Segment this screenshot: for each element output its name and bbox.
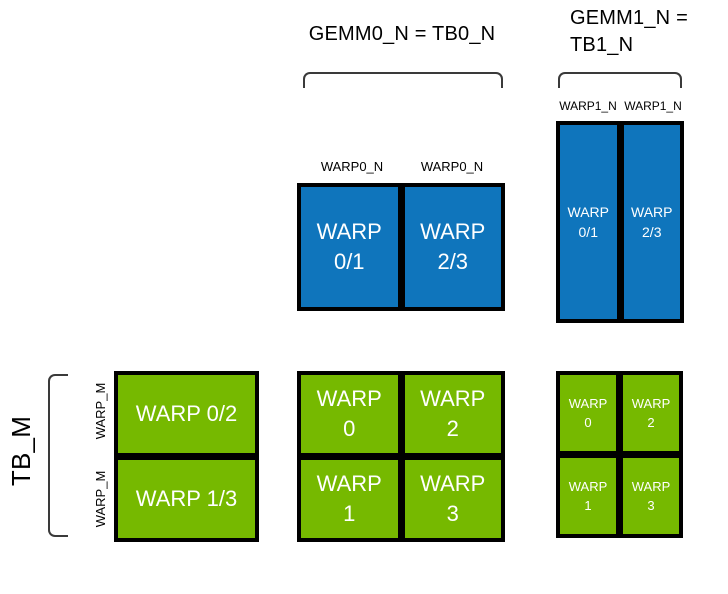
gemm0-n-bracket <box>303 72 503 88</box>
warp-cell-line1: WARP <box>420 386 486 411</box>
gemm0-accumulator-group: WARP 0/1 WARP 2/3 <box>297 183 505 311</box>
warp-cell-line2: 0 <box>343 416 356 441</box>
warp-cell-line1: WARP <box>316 386 382 411</box>
warp0-n-label-left: WARP0_N <box>320 159 384 174</box>
warp-cell: WARP 1 <box>560 458 616 534</box>
tb-m-tiles-group: WARP 0/2 WARP 1/3 <box>114 371 259 542</box>
warp-cell: WARP 2 <box>623 375 679 451</box>
warp-cell: WARP 3 <box>404 460 501 538</box>
warp-cell-line2: 1 <box>584 498 592 513</box>
warp-cell-line1: WARP <box>316 471 382 496</box>
warp0-n-label-right: WARP0_N <box>420 159 484 174</box>
gemm1-accumulator-group: WARP 0/1 WARP 2/3 <box>556 121 684 323</box>
gemm1-n-title: GEMM1_N = TB1_N <box>570 5 710 59</box>
warp-cell: WARP 3 <box>623 458 679 534</box>
warp-cell: WARP 0 <box>560 375 616 451</box>
warp-cell-line2: 3 <box>446 501 459 526</box>
warp-m-label-bottom: WARP_M <box>93 470 108 528</box>
warp-cell: WARP 0/1 <box>560 125 617 319</box>
warp-cell-line1: WARP <box>316 219 382 244</box>
gemm1-n-title-line2: TB1_N <box>570 34 634 56</box>
warp-cell-line1: WARP <box>420 219 486 244</box>
warp-cell: WARP 2/3 <box>623 125 680 319</box>
warp-cell-line2: 2/3 <box>642 224 662 240</box>
warp-cell-line1: WARP 0/2 <box>135 401 238 426</box>
warp-cell: WARP 0/2 <box>118 375 255 453</box>
warp-cell-line1: WARP <box>420 471 486 496</box>
gemm1-n-bracket <box>558 72 682 88</box>
tb-m-label: TB_M <box>6 415 36 487</box>
warp-cell-line2: 1 <box>343 501 356 526</box>
warp1-n-label-left: WARP1_N <box>559 99 617 113</box>
warp-cell-line1: WARP <box>568 396 608 411</box>
warp-cell: WARP 2 <box>404 375 501 453</box>
warp1-n-label-right: WARP1_N <box>624 99 682 113</box>
warp-cell: WARP 2/3 <box>404 187 501 307</box>
warp-cell-line2: 2 <box>446 416 459 441</box>
warp-cell-line2: 3 <box>647 498 655 513</box>
warp-cell-line1: WARP <box>568 479 608 494</box>
warp-cell: WARP 0 <box>301 375 398 453</box>
warp-cell-line1: WARP <box>631 396 671 411</box>
warp-cell-line2: 2/3 <box>437 249 469 274</box>
warp-cell: WARP 1/3 <box>118 460 255 538</box>
warp-cell-line2: 2 <box>647 415 655 430</box>
warp-cell-line1: WARP 1/3 <box>135 486 238 511</box>
gemm1-n-title-line1: GEMM1_N = <box>570 7 688 29</box>
tb-m-bracket <box>48 374 68 537</box>
warp-cell-line1: WARP <box>567 204 609 220</box>
warp-cell: WARP 0/1 <box>301 187 398 307</box>
warp-cell-line2: 0 <box>584 415 592 430</box>
gemm1-tiles-group: WARP 0 WARP 2 WARP 1 WARP 3 <box>556 371 683 538</box>
gemm0-n-title: GEMM0_N = TB0_N <box>308 23 496 45</box>
warp-cell-line1: WARP <box>631 204 673 220</box>
warp-cell: WARP 1 <box>301 460 398 538</box>
warp-cell-line2: 0/1 <box>578 224 598 240</box>
warp-cell-line1: WARP <box>631 479 671 494</box>
gemm0-tiles-group: WARP 0 WARP 2 WARP 1 WARP 3 <box>297 371 505 542</box>
warp-m-label-top: WARP_M <box>93 382 108 440</box>
warp-cell-line2: 0/1 <box>333 249 365 274</box>
